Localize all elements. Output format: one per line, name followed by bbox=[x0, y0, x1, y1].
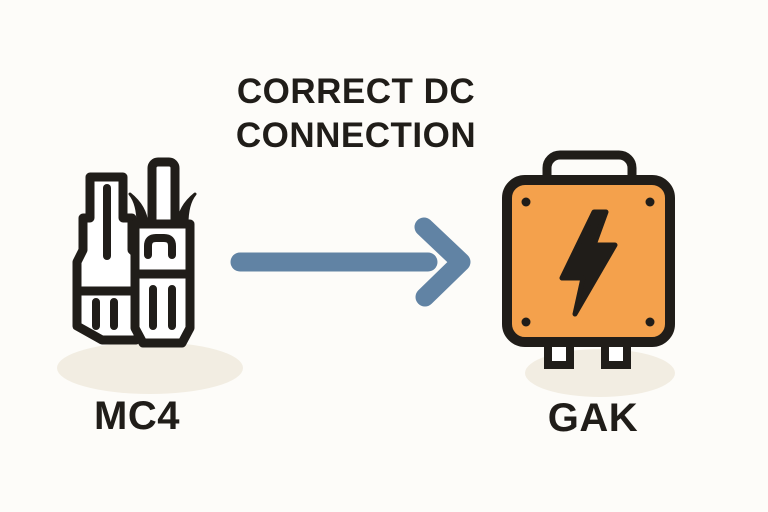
title-line-2: CONNECTION bbox=[235, 116, 477, 155]
mc4-right-grip-grooves bbox=[149, 285, 176, 330]
mc4-clip-prong-left bbox=[128, 192, 149, 226]
mc4-label: MC4 bbox=[94, 394, 180, 438]
title-line-1: CORRECT DC bbox=[236, 72, 476, 111]
mc4-left-connector bbox=[72, 172, 150, 345]
gak-label: GAK bbox=[547, 396, 639, 440]
mc4-ground-shadow bbox=[57, 342, 243, 394]
mc4-left-grip-grooves bbox=[92, 298, 118, 330]
mc4-right-pin bbox=[147, 157, 180, 233]
lightning-bolt-icon bbox=[559, 209, 618, 317]
mc4-right-connector bbox=[128, 157, 197, 348]
junction-box-icon bbox=[502, 150, 675, 369]
corner-screws bbox=[521, 197, 655, 327]
right-arrow-icon bbox=[230, 217, 471, 307]
mc4-connectors-icon bbox=[72, 157, 197, 348]
arrow-head bbox=[414, 217, 471, 307]
mc4-latch-notch bbox=[144, 234, 176, 259]
diagram-title: CORRECT DC CONNECTION bbox=[116, 70, 596, 158]
